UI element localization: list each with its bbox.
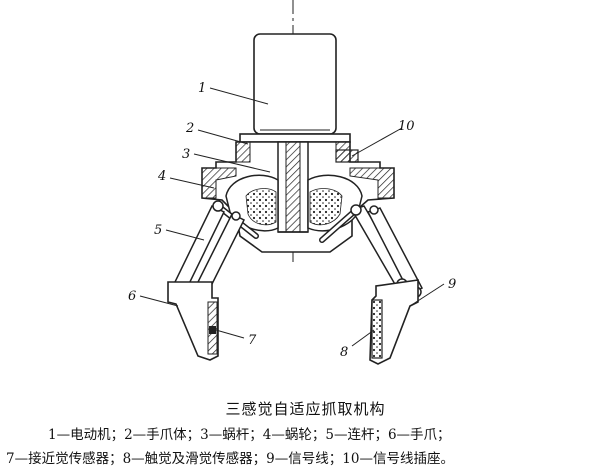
label-6: 6 bbox=[128, 289, 136, 304]
label-10: 10 bbox=[398, 119, 415, 134]
gripper-mechanism-drawing: 1 2 3 4 5 6 7 8 9 10 bbox=[128, 0, 456, 365]
legend-line-1: 1—电动机；2—手爪体；3—蜗杆；4—蜗轮；5—连杆；6—手爪； bbox=[48, 427, 451, 443]
worm-gear-right bbox=[307, 174, 363, 232]
worm-shaft bbox=[277, 141, 309, 233]
leader-lines bbox=[139, 87, 445, 347]
figure-title: 三感觉自适应抓取机构 bbox=[225, 400, 386, 418]
motor-flange bbox=[239, 133, 351, 143]
finger-right bbox=[369, 279, 419, 365]
label-8: 8 bbox=[340, 345, 348, 360]
label-7: 7 bbox=[248, 333, 257, 348]
label-2: 2 bbox=[185, 121, 194, 136]
label-9: 9 bbox=[448, 277, 456, 292]
tactile-slip-sensor bbox=[371, 299, 383, 359]
electric-motor bbox=[253, 33, 337, 135]
finger-left bbox=[167, 281, 219, 361]
label-4: 4 bbox=[157, 169, 166, 184]
label-5: 5 bbox=[154, 223, 162, 238]
label-3: 3 bbox=[182, 147, 190, 162]
legend-line-2: 7—接近觉传感器；8—触觉及滑觉传感器；9—信号线；10—信号线插座。 bbox=[6, 451, 454, 467]
signal-socket bbox=[335, 149, 359, 163]
label-1: 1 bbox=[198, 81, 206, 96]
